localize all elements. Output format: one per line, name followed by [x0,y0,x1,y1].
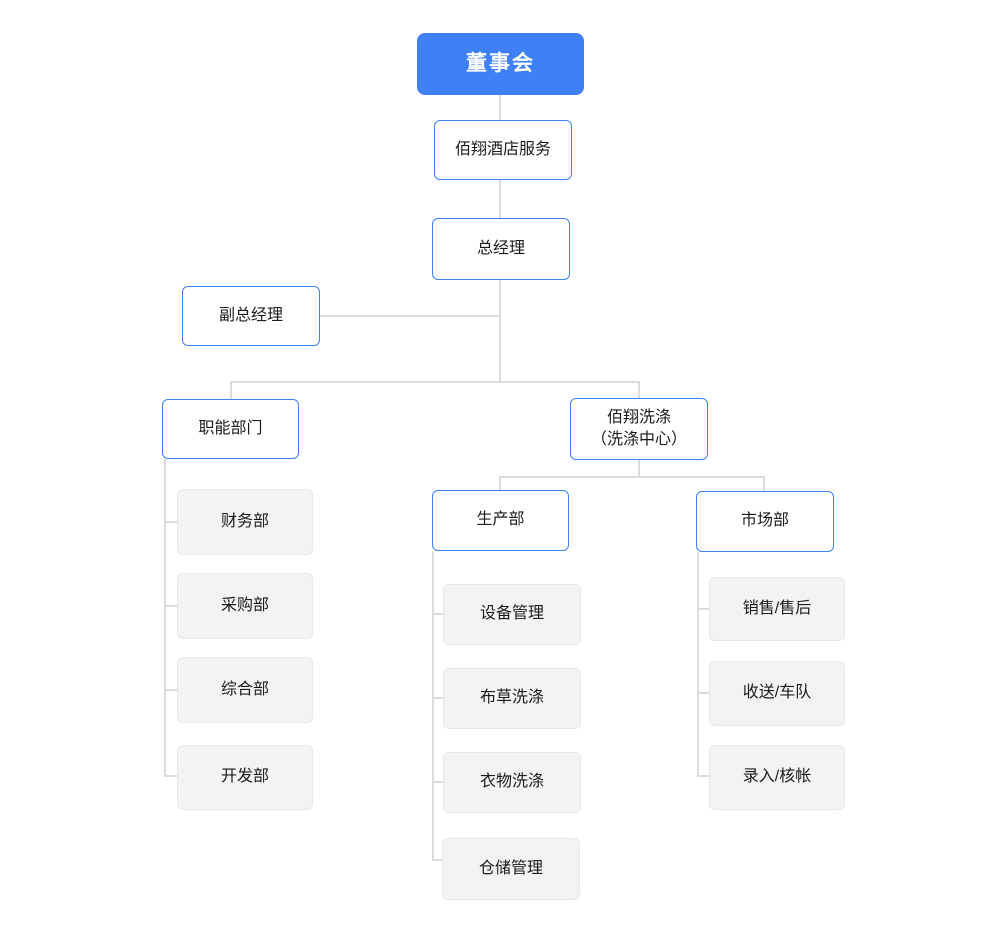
node-general-manager: 总经理 [432,218,570,280]
node-production-dept-label: 生产部 [476,511,525,529]
node-board-of-directors-label: 董事会 [466,52,535,76]
connector-stub-general-affairs [164,689,177,691]
connector-drop-functional [230,381,232,399]
connector-stub-entry [697,775,709,777]
node-clothes-washing: 衣物洗涤 [443,752,581,813]
connector-stub-equipment [432,613,443,615]
connector-stub-clothes [432,781,443,783]
connector-stub-development [164,775,177,777]
node-entry-reconciliation: 录入/核帐 [709,745,845,810]
connector-functional-spine [164,459,166,777]
connector-deputy-gm [320,315,500,317]
connector-stub-pickup [697,692,709,694]
node-development-dept: 开发部 [177,745,313,810]
connector-laundry-split [499,476,765,478]
node-laundry-center: 佰翔洗涤 （洗涤中心） [570,398,708,460]
connector-stub-warehouse [432,859,442,861]
connector-drop-marketing [763,476,765,491]
node-marketing-dept: 市场部 [696,491,834,552]
node-sales-after-sales-label: 销售/售后 [742,599,812,617]
node-laundry-center-label-line1: 佰翔洗涤 [606,408,671,426]
connector-drop-laundry [638,381,640,398]
node-general-affairs-dept-label: 综合部 [220,680,269,698]
node-general-manager-label: 总经理 [476,239,525,257]
connector-stub-finance [164,521,177,523]
node-functional-departments-label: 职能部门 [198,419,263,437]
connector-marketing-spine [697,552,699,777]
connector-stub-purchasing [164,605,177,607]
connector-board-to-hotel [499,95,501,120]
connector-stub-sales [697,608,709,610]
connector-drop-production [499,476,501,490]
node-functional-departments: 职能部门 [162,399,299,459]
connector-main-split [230,381,640,383]
node-equipment-mgmt: 设备管理 [443,584,581,645]
node-board-of-directors: 董事会 [417,33,584,95]
node-hotel-service-label: 佰翔酒店服务 [454,140,551,158]
connector-production-spine [432,551,434,861]
node-finance-dept-label: 财务部 [220,512,269,530]
connector-gm-trunk [499,280,501,383]
node-laundry-center-label-line2: （洗涤中心） [590,431,687,448]
node-clothes-washing-label: 衣物洗涤 [479,773,544,791]
node-purchasing-dept: 采购部 [177,573,313,639]
node-development-dept-label: 开发部 [220,768,269,786]
connector-stub-linen [432,697,443,699]
node-linen-washing-label: 布草洗涤 [479,689,544,707]
connector-hotel-to-gm [499,180,501,218]
node-deputy-general-manager-label: 副总经理 [218,306,283,324]
node-purchasing-dept-label: 采购部 [220,596,269,614]
node-production-dept: 生产部 [432,490,569,551]
node-entry-reconciliation-label: 录入/核帐 [742,768,812,786]
node-finance-dept: 财务部 [177,489,313,555]
node-warehouse-mgmt-label: 仓储管理 [478,859,543,877]
node-marketing-dept-label: 市场部 [740,512,789,530]
node-warehouse-mgmt: 仓储管理 [442,838,580,900]
connector-laundry-down [638,460,640,477]
node-pickup-delivery-fleet: 收送/车队 [709,661,845,726]
node-equipment-mgmt-label: 设备管理 [479,605,544,623]
node-hotel-service: 佰翔酒店服务 [434,120,572,180]
node-linen-washing: 布草洗涤 [443,668,581,729]
node-pickup-delivery-fleet-label: 收送/车队 [742,684,812,702]
node-sales-after-sales: 销售/售后 [709,577,845,641]
node-deputy-general-manager: 副总经理 [182,286,320,346]
node-general-affairs-dept: 综合部 [177,657,313,723]
